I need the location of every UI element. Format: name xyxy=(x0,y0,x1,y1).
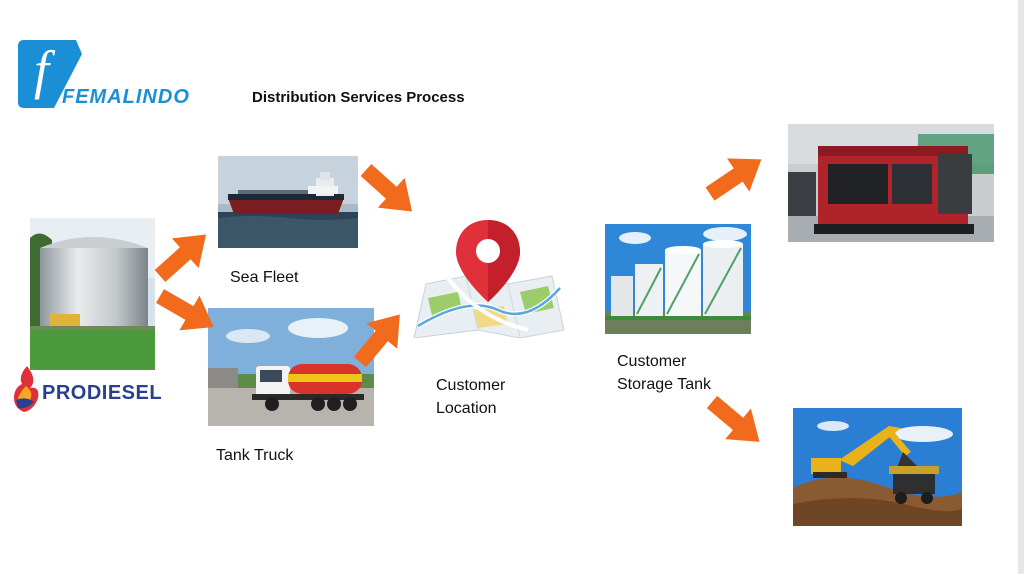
logo-letter: f xyxy=(34,40,50,100)
flame-icon xyxy=(14,366,39,412)
storage-tank-photo xyxy=(30,218,155,370)
map-pin-icon xyxy=(456,220,520,302)
truck-photo xyxy=(208,308,374,426)
sea-fleet-label: Sea Fleet xyxy=(230,269,299,286)
arrow-ship-to-location xyxy=(352,155,426,227)
customer-location-label-2: Location xyxy=(436,400,497,417)
excavator-photo xyxy=(793,408,962,526)
femalindo-brand: FEMALINDO xyxy=(62,86,190,108)
slide-edge xyxy=(1018,0,1024,574)
customer-location-map xyxy=(408,218,568,338)
tank-farm-photo xyxy=(605,224,751,334)
femalindo-logo-icon xyxy=(18,40,82,108)
arrow-storage-to-excavator xyxy=(699,386,773,458)
tank-truck-label: Tank Truck xyxy=(216,447,294,464)
storage-tank-label-1: Customer xyxy=(617,353,687,370)
ship-photo xyxy=(218,156,358,248)
arrow-storage-to-generator xyxy=(698,142,773,211)
prodiesel-logo: PRODIESEL xyxy=(12,366,167,414)
femalindo-logo: f FEMALINDO xyxy=(18,40,213,110)
prodiesel-brand: PRODIESEL xyxy=(42,382,163,404)
storage-tank-label-2: Storage Tank xyxy=(617,376,711,393)
generator-photo xyxy=(788,124,994,242)
customer-location-label-1: Customer xyxy=(436,377,506,394)
arrow-tank-to-ship xyxy=(146,219,220,291)
page-title: Distribution Services Process xyxy=(252,89,465,106)
